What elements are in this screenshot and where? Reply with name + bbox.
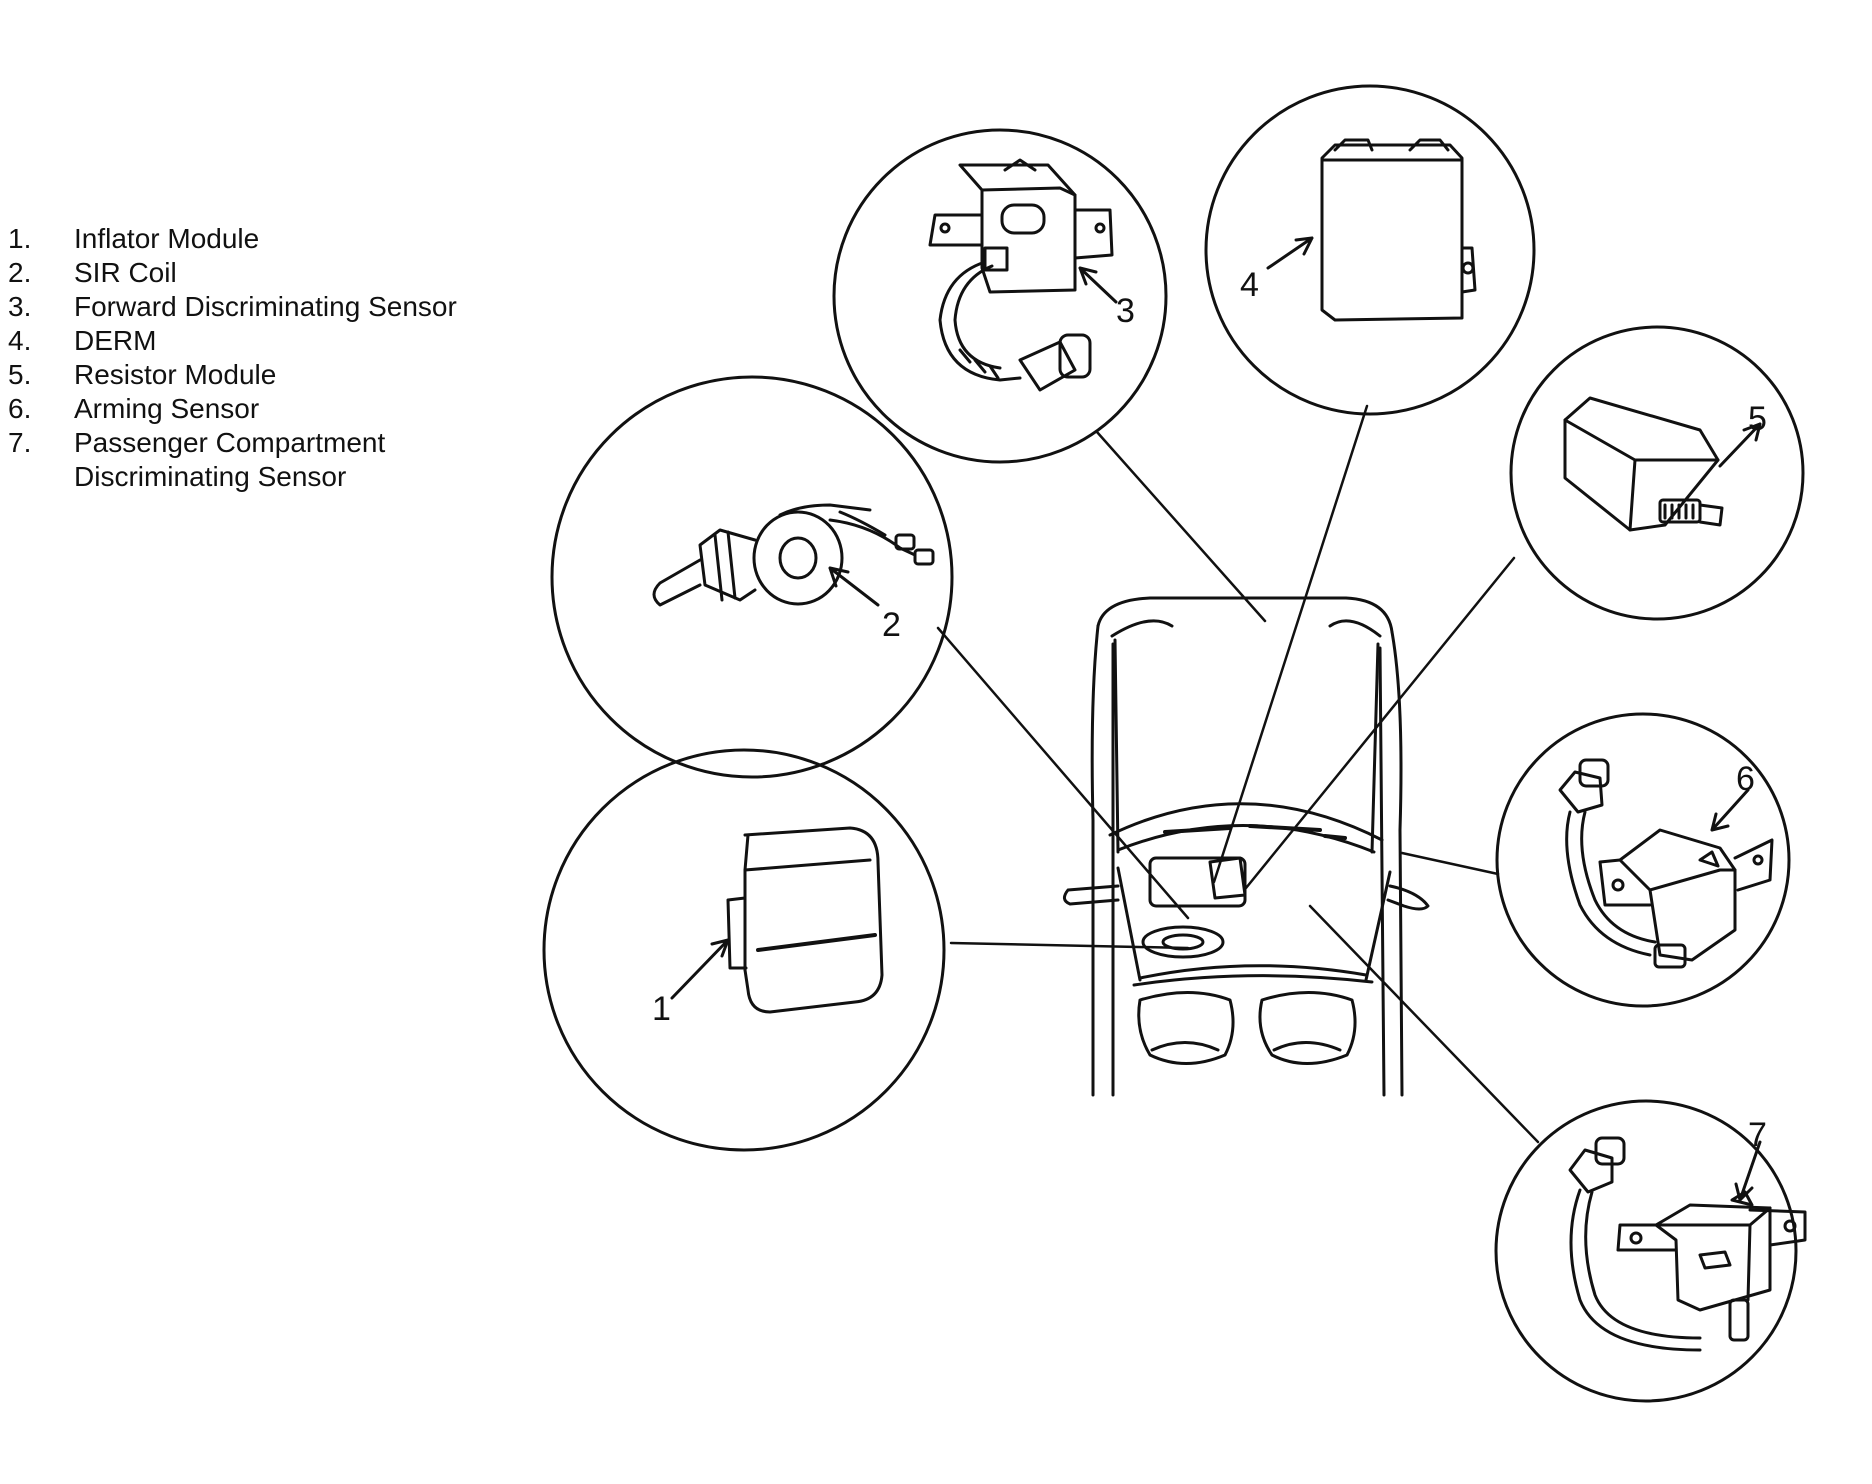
component-legend: 1. Inflator Module 2. SIR Coil 3. Forward D…	[8, 222, 594, 494]
circle-border	[1204, 84, 1536, 416]
legend-number: 3.	[8, 291, 32, 322]
passenger-seat-cushion	[1272, 1041, 1342, 1052]
legend-label: SIR Coil	[74, 257, 177, 288]
vent-slots	[1163, 824, 1347, 840]
legend-number: 2.	[8, 257, 32, 288]
legend-item-4: 4. DERM	[8, 324, 594, 358]
callout-number-6: 6	[1736, 760, 1755, 798]
callout-number-1: 1	[652, 990, 671, 1028]
resistor-module-icon	[1563, 396, 1724, 532]
legend-label: Forward Discriminating Sensor	[74, 291, 457, 322]
instrument-cluster	[1148, 856, 1247, 908]
legend-label: Arming Sensor	[74, 393, 260, 424]
a-pillar-left	[1116, 866, 1142, 982]
steering-wheel	[1141, 925, 1225, 959]
passenger-sensor-icon	[1568, 1136, 1807, 1352]
legend-label: DERM	[74, 325, 157, 356]
instrument-panel-lower	[1132, 974, 1374, 987]
passenger-seat	[1258, 991, 1357, 1065]
forward-sensor-icon	[928, 158, 1114, 392]
leader-lines	[936, 404, 1540, 1144]
leader-line-6	[1400, 851, 1500, 876]
detail-circle-sir-coil: 2	[550, 375, 954, 779]
legend-label: Passenger Compartment Discriminating Sen…	[74, 427, 386, 492]
detail-circle-inflator-module: 1	[542, 748, 946, 1152]
leader-line-7	[1308, 904, 1540, 1144]
legend-item-3: 3. Forward Discriminating Sensor	[8, 290, 594, 324]
vehicle-top-view	[1063, 596, 1430, 1097]
console-module	[1208, 856, 1247, 900]
legend-number: 7.	[8, 427, 32, 458]
circle-border	[550, 375, 954, 779]
derm-icon	[1320, 138, 1477, 322]
callout-number-5: 5	[1748, 400, 1767, 438]
circle-border	[542, 748, 946, 1152]
callout-arrow-2	[828, 566, 880, 607]
hood-inner	[1110, 619, 1382, 638]
legend-number: 5.	[8, 359, 32, 390]
inflator-module-icon	[726, 826, 884, 1014]
legend-item-7: 7. Passenger Compartment Discriminating S…	[8, 426, 594, 494]
a-pillar-right	[1364, 870, 1392, 982]
leader-line-2	[936, 626, 1190, 920]
callout-arrow-7	[1734, 1140, 1762, 1202]
mirror-right	[1386, 884, 1430, 911]
legend-label: Resistor Module	[74, 359, 277, 390]
detail-circle-arming-sensor: 6	[1495, 712, 1791, 1008]
callout-arrow-3	[1078, 266, 1118, 304]
mirror-left	[1063, 884, 1120, 906]
sir-coil-icon	[652, 503, 935, 607]
cowl-inner	[1116, 824, 1376, 854]
hood-outline	[1096, 596, 1394, 634]
body-right-inner	[1378, 646, 1386, 1097]
driver-seat	[1137, 991, 1235, 1065]
legend-number: 4.	[8, 325, 32, 356]
legend-item-1: 1. Inflator Module	[8, 222, 594, 256]
leader-line-1	[949, 941, 1190, 950]
detail-circle-forward-discriminating-sensor: 3	[832, 128, 1168, 464]
callout-number-7: 7	[1748, 1116, 1767, 1154]
legend-item-2: 2. SIR Coil	[8, 256, 594, 290]
instrument-panel	[1138, 964, 1368, 980]
body-left-side	[1090, 624, 1100, 1097]
body-right-side	[1390, 630, 1404, 1097]
circle-border	[832, 128, 1168, 464]
steering-hub	[1161, 933, 1205, 951]
legend-number: 1.	[8, 223, 32, 254]
cowl	[1108, 802, 1384, 842]
detail-circle-passenger-compartment-sensor: 7	[1494, 1099, 1807, 1403]
circle-border	[1495, 712, 1791, 1008]
callout-arrow-1	[670, 938, 730, 1000]
legend-item-5: 5. Resistor Module	[8, 358, 594, 392]
driver-seat-cushion	[1150, 1041, 1220, 1052]
legend-label: Inflator Module	[74, 223, 260, 254]
legend-number: 6.	[8, 393, 32, 424]
callout-number-2: 2	[882, 606, 901, 644]
callout-number-4: 4	[1240, 266, 1259, 304]
arming-sensor-icon	[1558, 758, 1774, 969]
fender-line-left	[1113, 638, 1120, 854]
callout-arrow-6	[1710, 788, 1750, 832]
circle-border	[1509, 325, 1805, 621]
leader-line-3	[1095, 430, 1267, 623]
callout-number-3: 3	[1116, 292, 1135, 330]
legend-item-6: 6. Arming Sensor	[8, 392, 594, 426]
leader-line-4	[1212, 404, 1369, 884]
callout-arrow-5	[1718, 422, 1762, 468]
circle-border	[1494, 1099, 1798, 1403]
callout-arrow-4	[1266, 236, 1314, 270]
fender-line-right	[1370, 642, 1380, 854]
detail-circle-resistor-module: 5	[1509, 325, 1805, 621]
detail-circle-derm: 4	[1204, 84, 1536, 416]
